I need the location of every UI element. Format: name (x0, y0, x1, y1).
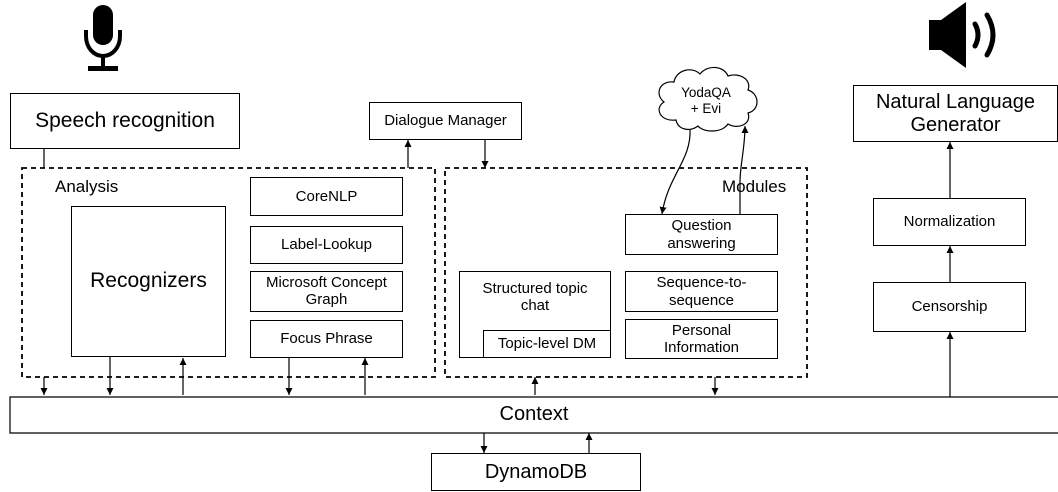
focus-phrase-label: Focus Phrase (280, 330, 373, 348)
personal-information-label: Personal Information (663, 321, 740, 356)
seq2seq-box: Sequence-to-sequence (625, 271, 778, 312)
concept-graph-label: Microsoft Concept Graph (266, 273, 387, 308)
cloud-label-line2: + Evi (690, 101, 722, 117)
censorship-box: Censorship (873, 282, 1026, 332)
structured-topic-chat-label: Structured topic chat (482, 280, 588, 315)
dynamodb-label: DynamoDB (484, 460, 588, 483)
speaker-icon (929, 2, 996, 68)
normalization-box: Normalization (873, 198, 1026, 246)
nlg-box: Natural Language Generator (853, 85, 1058, 142)
concept-graph-box: Microsoft Concept Graph (250, 271, 403, 312)
corenlp-label: CoreNLP (295, 187, 358, 205)
topic-level-dm-box: Topic-level DM (483, 330, 611, 358)
analysis-title: Analysis (55, 177, 119, 196)
personal-information-box: Personal Information (625, 319, 778, 359)
speech-recognition-label: Speech recognition (35, 108, 215, 132)
seq2seq-label: Sequence-to-sequence (656, 274, 747, 309)
cloud-label-line1: YodaQA (681, 85, 731, 100)
dynamodb-box: DynamoDB (431, 453, 641, 491)
censorship-label: Censorship (911, 298, 988, 316)
microphone-icon (84, 5, 122, 71)
question-answering-label: Question answering (667, 217, 736, 252)
yodaqa-cloud (658, 66, 758, 132)
nlg-label-line2: Generator (910, 113, 1001, 136)
dialogue-manager-label: Dialogue Manager (384, 112, 507, 130)
label-lookup-box: Label-Lookup (250, 226, 403, 264)
speech-recognition-box: Speech recognition (10, 93, 240, 149)
context-label: Context (499, 403, 569, 425)
question-answering-box: Question answering (625, 214, 778, 255)
context-bar-outline (9, 396, 1058, 434)
corenlp-box: CoreNLP (250, 177, 403, 216)
modules-container (444, 167, 808, 378)
recognizers-box: Recognizers (71, 206, 226, 357)
modules-title: Modules (722, 177, 787, 196)
qa-to-cloud-arrow (739, 125, 749, 214)
cloud-label: YodaQA + Evi (670, 85, 742, 117)
topic-level-dm-label: Topic-level DM (497, 335, 597, 353)
analysis-container (21, 167, 436, 378)
nlg-label-line1: Natural Language (875, 90, 1035, 113)
recognizers-label: Recognizers (90, 269, 207, 292)
normalization-label: Normalization (903, 213, 996, 231)
dialogue-manager-box: Dialogue Manager (369, 102, 522, 140)
focus-phrase-box: Focus Phrase (250, 320, 403, 358)
cloud-to-qa-arrow (659, 127, 691, 215)
label-lookup-label: Label-Lookup (281, 236, 372, 254)
